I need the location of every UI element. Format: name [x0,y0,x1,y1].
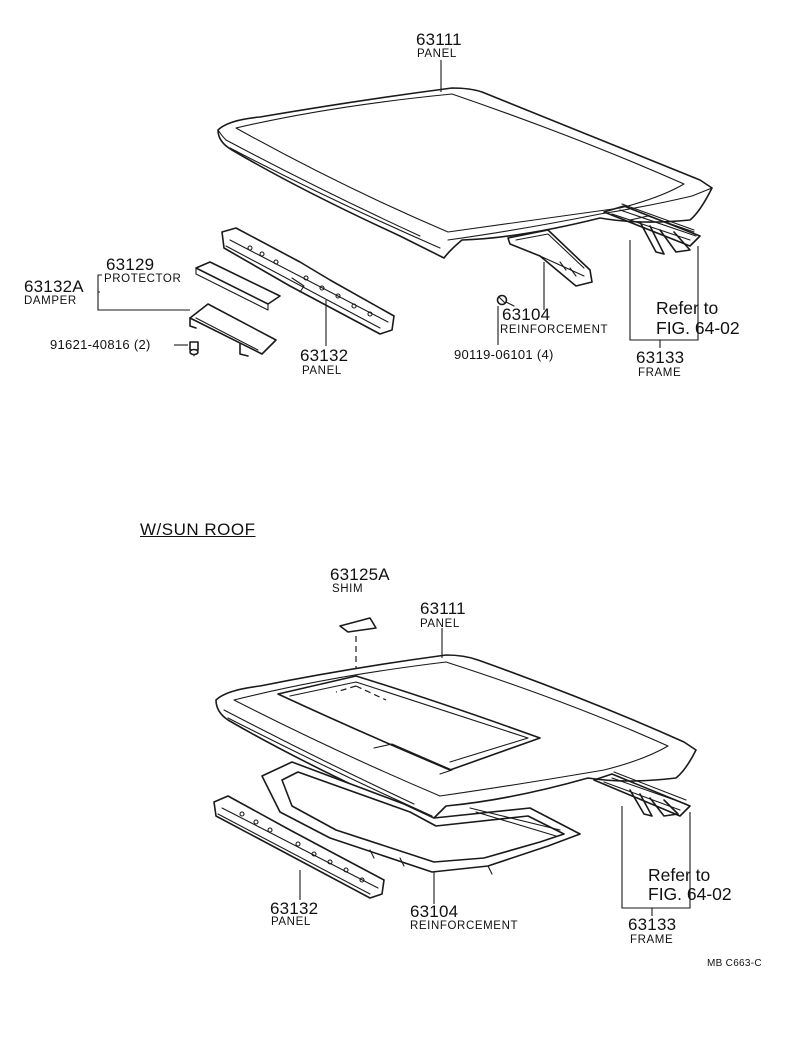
panel-sunroof-number: 63111 [420,599,466,618]
rear-panel-sunroof-number: 63132 [270,899,319,918]
bolt-number: 91621-40816 (2) [50,337,151,352]
screw-number: 90119-06101 (4) [454,347,554,362]
reinforcement-sunroof-number: 63104 [410,902,459,921]
shim-number: 63125A [330,565,390,584]
rear-panel-sunroof [213,795,385,899]
rear-panel-top-name: PANEL [302,365,342,377]
reinforcement-top [507,229,593,287]
protector-name: PROTECTOR [104,273,182,285]
reinforcement-top-name: REINFORCEMENT [500,324,609,336]
frame-top-number: 63133 [636,348,685,367]
panel-top-name: PANEL [417,48,457,60]
damper-name: DAMPER [24,295,77,307]
reinforcement-sunroof [261,761,581,875]
rear-panel-sunroof-name: PANEL [271,916,311,928]
roof-panel-top [217,87,713,259]
refer-top-line2: FIG. 64-02 [656,318,740,338]
side-frame-sunroof [593,771,691,817]
rear-panel-top-number: 63132 [300,346,349,365]
frame-sunroof-name: FRAME [630,934,674,946]
frame-sunroof-number: 63133 [628,915,677,934]
frame-top-name: FRAME [638,367,682,379]
section-title: W/SUN ROOF [140,520,256,539]
reinforcement-top-number: 63104 [502,305,551,324]
figure-code: MB C663-C [707,958,762,969]
damper-top [189,303,277,357]
leader-lines-top [97,60,699,348]
damper-number: 63132A [24,277,84,296]
screw-top [496,294,515,307]
refer-bottom-line2: FIG. 64-02 [648,884,732,904]
panel-top-number: 63111 [416,30,462,49]
refer-bottom-line1: Refer to [648,865,711,885]
rear-panel-top [221,227,395,335]
bolt-top [189,341,199,357]
refer-top-line1: Refer to [656,298,719,318]
leader-lines-bottom [299,628,691,916]
side-frame-top [603,203,701,255]
panel-sunroof-name: PANEL [420,618,460,630]
shim-name: SHIM [332,583,364,595]
protector-top [195,261,281,311]
reinforcement-sunroof-name: REINFORCEMENT [410,920,519,932]
protector-number: 63129 [106,255,155,274]
